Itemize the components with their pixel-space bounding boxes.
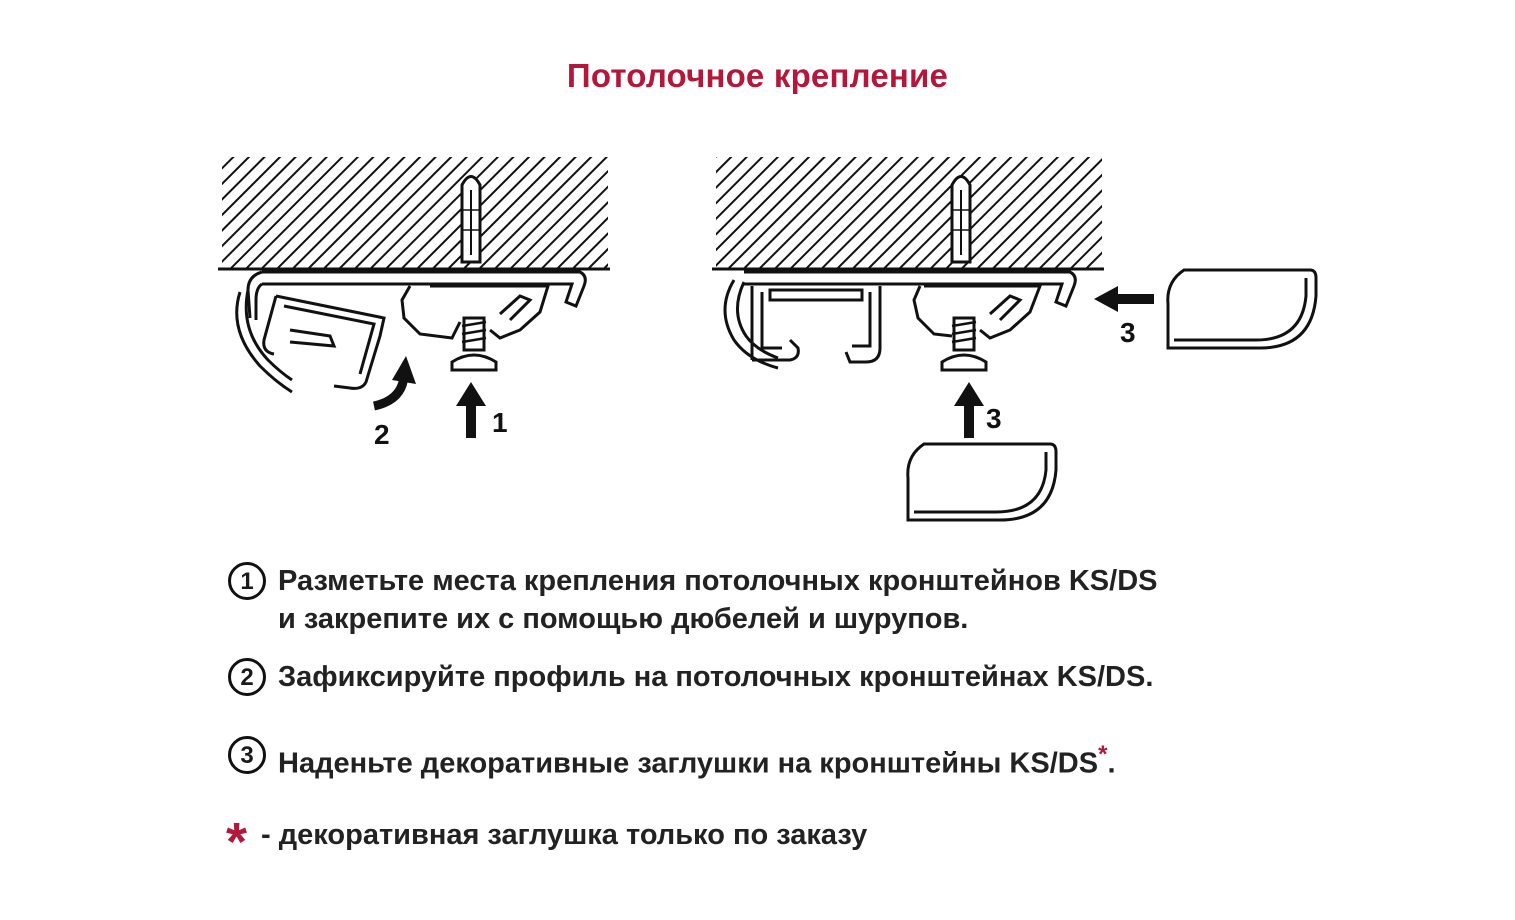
label-3-side: 3 — [1120, 317, 1136, 348]
label-3-bottom: 3 — [986, 403, 1002, 434]
dowel-right — [950, 175, 972, 264]
step-text-line: Наденьте декоративные заглушки на кроншт… — [278, 747, 1099, 780]
asterisk-mark: * — [226, 812, 248, 872]
step-2: 2 Зафиксируйте профиль на потолочных кро… — [228, 658, 1153, 696]
page-title: Потолочное крепление — [566, 57, 949, 94]
step-text-line: и закрепите их с помощью дюбелей и шуруп… — [278, 603, 969, 635]
ceiling-hatch-right — [716, 157, 1102, 269]
ceiling-bracket-right — [744, 270, 1077, 340]
arrow-2-curved — [372, 356, 416, 411]
step-number: 2 — [228, 658, 266, 696]
decorative-cap-bottom — [906, 442, 1058, 522]
right-figure: 3 3 — [712, 157, 1318, 522]
arrow-1-left — [456, 382, 486, 438]
arrow-3-bottom — [954, 382, 984, 438]
mounting-diagram: 1 2 — [218, 157, 1318, 522]
step-text: Зафиксируйте профиль на потолочных кронш… — [278, 658, 1153, 696]
screw-right — [940, 316, 988, 372]
step-text-tail: . — [1107, 747, 1116, 780]
step-text: Наденьте декоративные заглушки на кроншт… — [278, 736, 1116, 783]
label-2: 2 — [374, 419, 390, 450]
step-1: 1 Разметьте места крепления потолочных к… — [228, 562, 1157, 638]
rail-profile-left — [235, 289, 386, 394]
ceiling-bracket-left — [246, 270, 587, 340]
step-text: Разметьте места крепления потолочных кро… — [278, 562, 1157, 638]
decorative-cap-side — [1166, 268, 1318, 350]
footnote: * - декоративная заглушка только по зака… — [226, 808, 868, 872]
rail-profile-right — [723, 279, 882, 370]
step-number: 3 — [228, 736, 266, 774]
step-3: 3 Наденьте декоративные заглушки на крон… — [228, 736, 1116, 783]
left-figure: 1 2 — [218, 157, 610, 450]
footnote-text: - декоративная заглушка только по заказу — [261, 818, 868, 851]
dowel-left — [460, 175, 482, 264]
ceiling-hatch-left — [222, 157, 608, 269]
step-number: 1 — [228, 562, 266, 600]
step-text-line: Зафиксируйте профиль на потолочных кронш… — [278, 661, 1154, 693]
label-1: 1 — [492, 407, 508, 438]
arrow-3-side — [1094, 286, 1154, 312]
asterisk-mark: * — [1098, 741, 1108, 768]
step-text-line: Разметьте места крепления потолочных кро… — [278, 565, 1158, 597]
screw-left — [450, 316, 498, 372]
